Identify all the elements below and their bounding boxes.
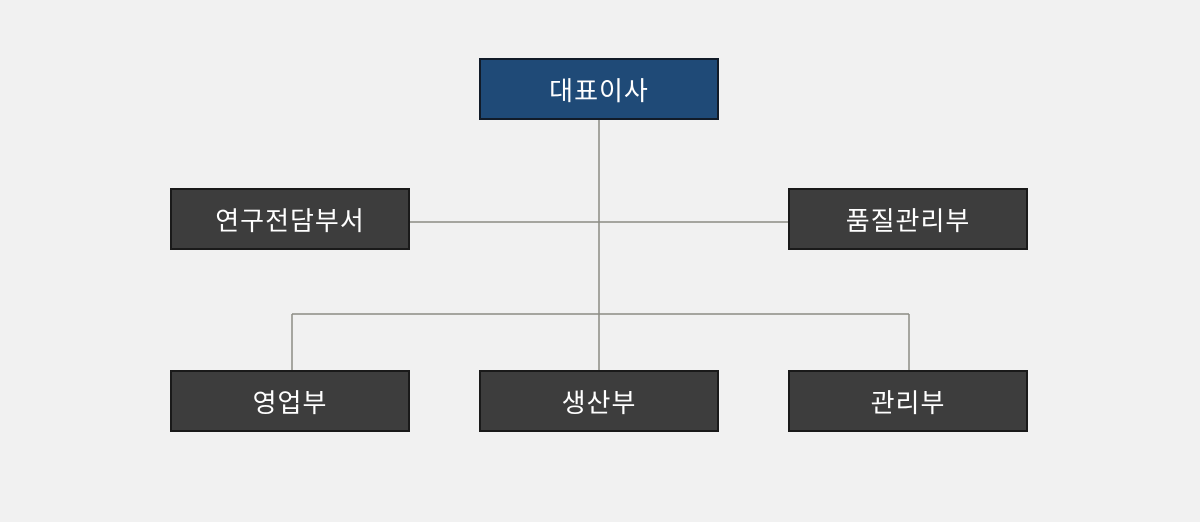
ceo-box: 대표이사 [479,58,719,120]
administration-department-label: 관리부 [870,388,946,419]
production-department-box: 생산부 [479,370,719,432]
sales-department-box: 영업부 [170,370,410,432]
administration-department-box: 관리부 [788,370,1028,432]
research-department-label: 연구전담부서 [215,206,365,237]
quality-management-box: 품질관리부 [788,188,1028,250]
production-department-label: 생산부 [561,388,637,419]
sales-department-label: 영업부 [252,388,328,419]
quality-management-label: 품질관리부 [845,206,971,237]
ceo-label: 대표이사 [549,76,649,107]
research-department-box: 연구전담부서 [170,188,410,250]
